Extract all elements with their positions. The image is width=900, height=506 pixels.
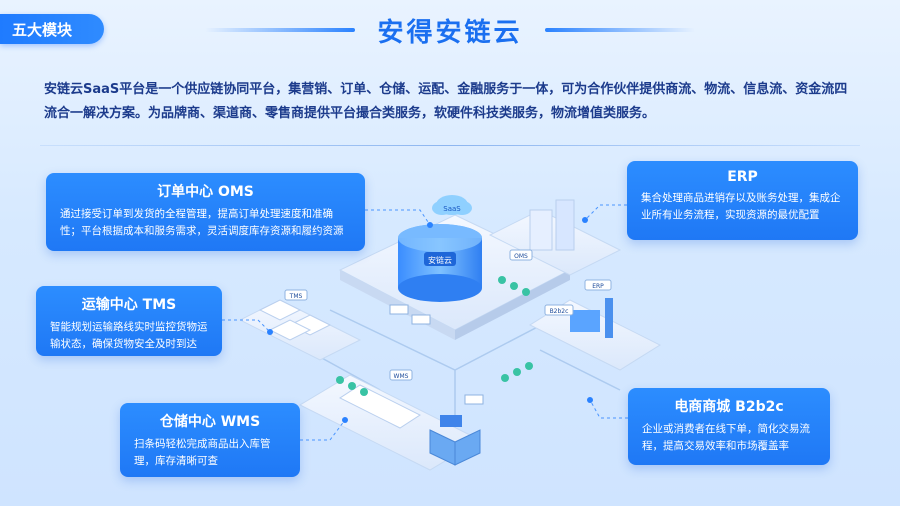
module-title: 仓储中心 WMS xyxy=(159,414,261,430)
module-title: 订单中心 OMS xyxy=(157,184,254,200)
sign-tms: TMS xyxy=(289,293,303,300)
title-decor-left xyxy=(205,28,356,32)
title-decor-right xyxy=(544,28,695,32)
module-desc: 智能规划运输路线实时监控货物运输状态，确保货物安全及时到达 xyxy=(50,321,208,350)
module-title: ERP xyxy=(727,169,758,185)
module-desc: 企业或消费者在线下单，简化交易流程，提高交易效率和市场覆盖率 xyxy=(642,423,810,452)
sign-b2b2c: B2b2c xyxy=(550,308,569,315)
sign-wms: WMS xyxy=(394,373,409,380)
module-card-erp: ERP 集合处理商品进销存以及账务处理，集成企业所有业务流程，实现资源的最优配置 xyxy=(627,161,858,240)
module-card-tms: 运输中心 TMS 智能规划运输路线实时监控货物运输状态，确保货物安全及时到达 xyxy=(36,286,222,356)
sign-erp: ERP xyxy=(592,283,604,290)
sign-oms: OMS xyxy=(514,253,528,260)
module-card-wms: 仓储中心 WMS 扫条码轻松完成商品出入库管理，库存清晰可查 xyxy=(120,403,300,477)
module-title: 运输中心 TMS xyxy=(81,297,177,313)
divider xyxy=(40,145,860,146)
module-desc: 扫条码轻松完成商品出入库管理，库存清晰可查 xyxy=(134,438,271,467)
module-card-b2b2c: 电商商城 B2b2c 企业或消费者在线下单，简化交易流程，提高交易效率和市场覆盖… xyxy=(628,388,830,465)
badge-label: 五大模块 xyxy=(12,20,73,39)
page-header: 安得安链云 xyxy=(0,8,900,52)
section-badge: 五大模块 xyxy=(0,14,104,44)
tower-label: 安链云 xyxy=(428,255,452,265)
cloud-label: SaaS xyxy=(443,205,461,213)
module-title: 电商商城 B2b2c xyxy=(674,399,784,415)
platform-illustration: 安链云 SaaS ERP B2b2c xyxy=(240,195,662,471)
module-desc: 集合处理商品进销存以及账务处理，集成企业所有业务流程，实现资源的最优配置 xyxy=(641,192,841,221)
page-title: 安得安链云 xyxy=(377,17,523,48)
module-desc: 通过接受订单到发货的全程管理，提高订单处理速度和准确性；平台根据成本和服务需求，… xyxy=(60,208,344,237)
intro-text: 安链云SaaS平台是一个供应链协同平台，集营销、订单、仓储、运配、金融服务于一体… xyxy=(44,82,848,121)
module-card-oms: 订单中心 OMS 通过接受订单到发货的全程管理，提高订单处理速度和准确性；平台根… xyxy=(46,173,365,251)
